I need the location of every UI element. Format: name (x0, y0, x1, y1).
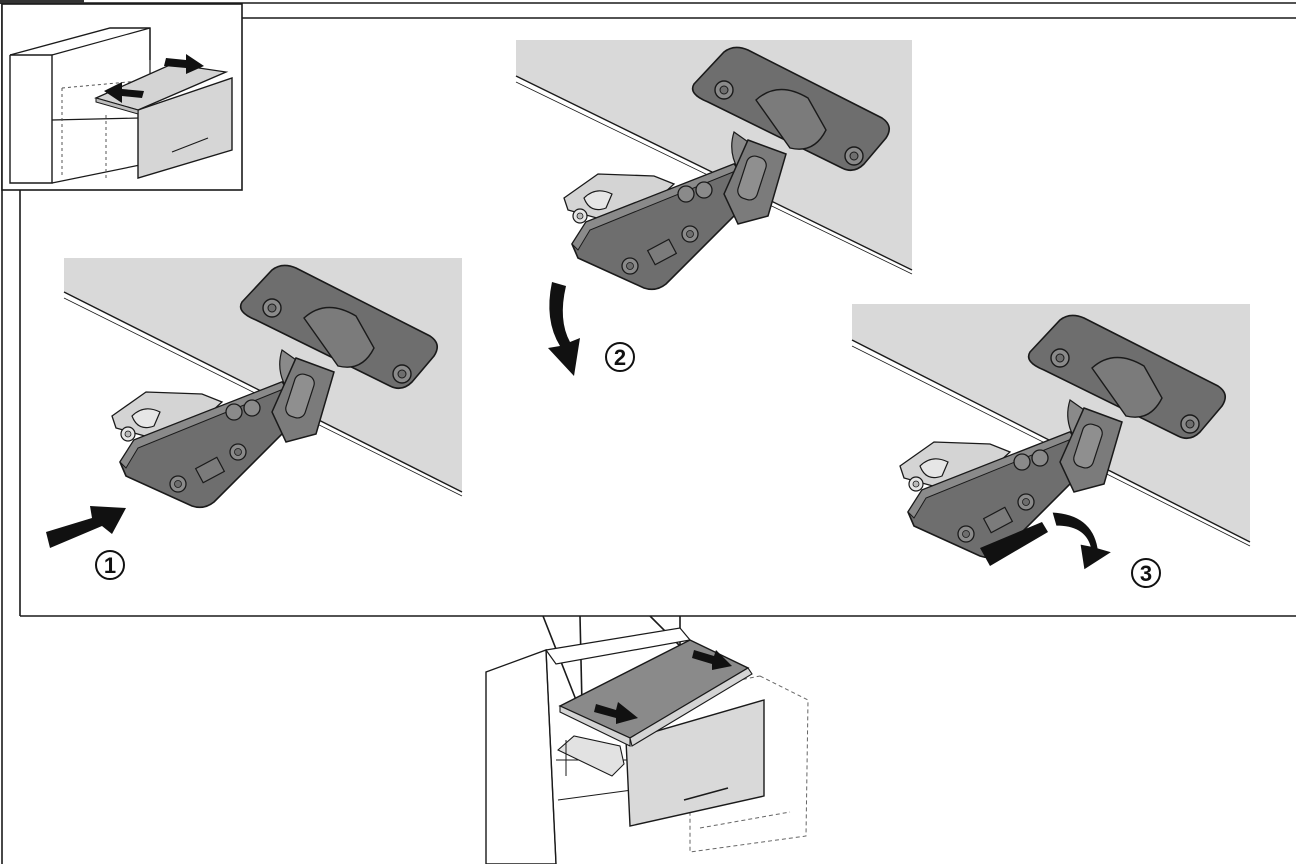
corner-tab (0, 0, 84, 4)
step-marker-1: 1 (95, 550, 125, 580)
step-number-1: 1 (104, 553, 116, 578)
step-number-2: 2 (614, 345, 626, 370)
cabinet-drawer-top-icon (1, 3, 243, 191)
direction-arrow-icon (104, 54, 204, 103)
direction-arrow-icon (548, 282, 580, 376)
step-number-3: 3 (1140, 561, 1152, 586)
step-marker-2: 2 (605, 342, 635, 372)
step-marker-3: 3 (1131, 558, 1161, 588)
direction-arrow-icon (980, 511, 1114, 571)
hinge-step-2: 2 (515, 40, 913, 376)
leader-line-mid (579, 615, 583, 706)
direction-arrow-icon (594, 650, 732, 724)
hinge-step-3: 3 (851, 304, 1251, 588)
cabinet-flap-bottom-icon (485, 627, 809, 864)
direction-arrow-icon (46, 506, 126, 548)
hinge-step-1: 1 (46, 258, 463, 580)
